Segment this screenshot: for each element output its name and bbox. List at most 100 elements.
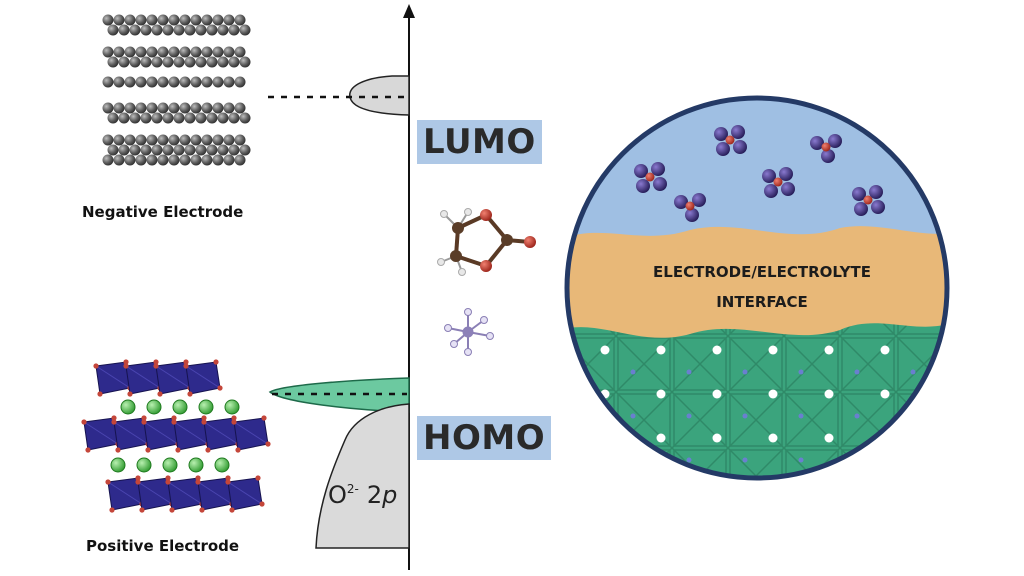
lattice-node xyxy=(967,502,972,507)
lattice-vacancy xyxy=(712,433,722,443)
graphite-atom xyxy=(118,24,130,36)
oxygen-atom xyxy=(115,447,121,453)
graphite-atom xyxy=(201,102,213,114)
lattice-vacancy xyxy=(824,345,834,355)
graphite-atom xyxy=(234,154,246,166)
ion-ligand xyxy=(852,187,866,201)
lattice-node xyxy=(630,457,636,463)
lattice-node xyxy=(631,502,636,507)
graphite-atom xyxy=(157,76,169,88)
oxygen-atom xyxy=(141,415,147,421)
octahedron-edge xyxy=(143,421,179,445)
lattice-vacancy xyxy=(936,389,946,399)
ion-center xyxy=(821,142,831,152)
graphite-atom xyxy=(228,112,240,124)
negative-electrode-label: Negative Electrode xyxy=(82,203,244,221)
oxygen-atom xyxy=(201,415,207,421)
lattice-node xyxy=(910,369,916,375)
oxygen-atom xyxy=(109,507,115,513)
oxygen-atom xyxy=(111,415,117,421)
lithium-ion xyxy=(214,457,230,473)
graphite-atom xyxy=(223,154,235,166)
graphite-atom xyxy=(179,154,191,166)
graphite-atom xyxy=(107,56,119,68)
octahedron-edge xyxy=(173,421,209,445)
oxygen-atom xyxy=(265,441,271,447)
graphite-atom xyxy=(239,24,251,36)
graphite-atom xyxy=(135,46,147,58)
lattice-node xyxy=(742,369,748,375)
graphite-atom xyxy=(124,46,136,58)
lattice-node xyxy=(742,457,748,463)
graphite-atom xyxy=(190,154,202,166)
oxygen-atom xyxy=(169,507,175,513)
graphite-atom xyxy=(234,76,246,88)
graphite-structure xyxy=(102,14,251,166)
lattice-vacancy xyxy=(712,345,722,355)
oxygen-atom xyxy=(139,507,145,513)
graphite-atom xyxy=(173,112,185,124)
graphite-atom xyxy=(195,112,207,124)
oxygen-atom xyxy=(145,447,151,453)
graphite-atom xyxy=(173,56,185,68)
ion-ligand xyxy=(871,200,885,214)
lattice-vacancy xyxy=(600,345,610,355)
graphite-atom xyxy=(146,102,158,114)
graphite-atom xyxy=(212,134,224,146)
graphite-atom xyxy=(239,112,251,124)
lattice-node xyxy=(854,369,860,375)
oxygen-atom xyxy=(175,447,181,453)
oxygen-atom xyxy=(261,415,267,421)
oxygen-atom xyxy=(123,363,129,369)
graphite-atom xyxy=(223,102,235,114)
graphite-atom xyxy=(168,102,180,114)
graphite-atom xyxy=(239,56,251,68)
oxygen-atom xyxy=(195,479,201,485)
graphite-atom xyxy=(206,56,218,68)
graphite-atom xyxy=(212,76,224,88)
lattice-vacancy xyxy=(880,433,890,443)
oxygen-atom xyxy=(213,359,219,365)
graphite-atom xyxy=(228,144,240,156)
lithium-ion xyxy=(120,399,136,415)
oxygen-atom xyxy=(153,359,159,365)
lattice-node xyxy=(967,414,972,419)
oxygen-atom xyxy=(229,507,235,513)
interface-circle-border xyxy=(564,95,950,481)
ion-ligand xyxy=(636,179,650,193)
lattice-vacancy xyxy=(936,477,946,478)
lithium-ion xyxy=(188,457,204,473)
graphite-atom xyxy=(129,24,141,36)
graphite-atom xyxy=(234,14,246,26)
graphite-atom xyxy=(168,76,180,88)
oxygen-atom xyxy=(165,479,171,485)
graphite-atom xyxy=(124,102,136,114)
ion-ligand xyxy=(779,167,793,181)
graphite-atom xyxy=(184,144,196,156)
lattice-node xyxy=(630,369,636,375)
positive-electrode-label: Positive Electrode xyxy=(86,537,240,555)
oxygen-atom xyxy=(259,501,265,507)
axis-arrow-icon xyxy=(403,4,415,18)
graphite-atom xyxy=(179,134,191,146)
lattice-vacancy xyxy=(936,433,946,443)
graphite-atom xyxy=(162,112,174,124)
ion-ligand xyxy=(828,134,842,148)
lattice-vacancy xyxy=(712,389,722,399)
graphite-atom xyxy=(124,134,136,146)
graphite-atom xyxy=(223,76,235,88)
ethylene-carbonate-molecule xyxy=(437,208,536,276)
graphite-atom xyxy=(217,144,229,156)
oxygen-atom xyxy=(199,507,205,513)
lattice-vacancy xyxy=(824,433,834,443)
lattice-node xyxy=(799,502,804,507)
lattice-vacancy xyxy=(880,345,890,355)
graphite-atom xyxy=(195,56,207,68)
graphite-atom xyxy=(179,14,191,26)
graphite-atom xyxy=(217,56,229,68)
ion-ligand xyxy=(869,185,883,199)
graphite-atom xyxy=(234,46,246,58)
lattice-node xyxy=(967,370,972,375)
graphite-atom xyxy=(129,56,141,68)
